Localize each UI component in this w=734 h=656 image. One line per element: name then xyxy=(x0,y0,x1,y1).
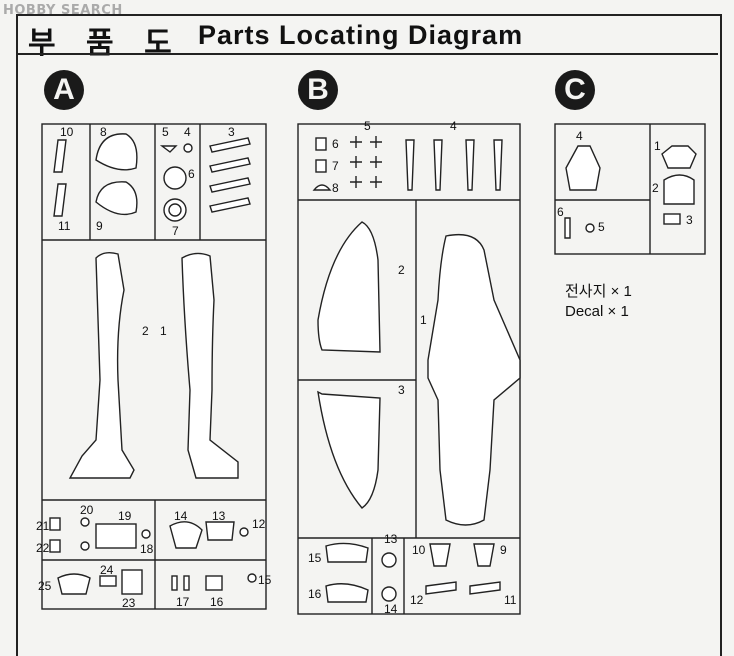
part-c-4: 4 xyxy=(576,129,583,143)
part-a-7: 7 xyxy=(172,224,179,238)
title-korean: 부 품 도 xyxy=(28,26,182,61)
part-b-6: 6 xyxy=(332,137,339,151)
part-a-22: 22 xyxy=(36,541,50,555)
part-c-2: 2 xyxy=(652,181,659,195)
part-b-7: 7 xyxy=(332,159,339,173)
part-a-2: 2 xyxy=(142,324,149,338)
part-b-12: 12 xyxy=(410,593,424,607)
part-b-14: 14 xyxy=(384,602,398,616)
decal-note-korean: 전사지 × 1 xyxy=(565,283,632,300)
part-b-2: 2 xyxy=(398,263,405,277)
diagram-frame xyxy=(16,14,722,656)
part-a-21: 21 xyxy=(36,519,50,533)
part-b-3: 3 xyxy=(398,383,405,397)
part-b-11: 11 xyxy=(504,593,517,607)
part-a-23: 23 xyxy=(122,596,136,610)
part-a-14: 14 xyxy=(174,509,188,523)
part-b-13: 13 xyxy=(384,532,398,546)
part-a-4: 4 xyxy=(184,125,191,139)
part-a-9: 9 xyxy=(96,219,103,233)
part-b-9: 9 xyxy=(500,543,507,557)
part-a-12: 12 xyxy=(252,517,266,531)
part-a-17: 17 xyxy=(176,595,190,609)
part-a-16: 16 xyxy=(210,595,224,609)
part-c-5: 5 xyxy=(598,220,605,234)
part-b-5: 5 xyxy=(364,119,371,133)
part-a-15: 15 xyxy=(258,573,272,587)
sprue-b-badge: B xyxy=(298,70,338,110)
part-a-11: 11 xyxy=(58,219,71,233)
part-c-6: 6 xyxy=(557,205,564,219)
sprue-c-frame xyxy=(554,123,706,255)
sprue-a-badge: A xyxy=(44,70,84,110)
decal-note: 전사지 × 1 Decal × 1 xyxy=(565,282,632,322)
part-a-24: 24 xyxy=(100,563,114,577)
part-a-18: 18 xyxy=(140,542,154,556)
part-b-1: 1 xyxy=(420,313,427,327)
part-c-1: 1 xyxy=(654,139,661,153)
part-c-3: 3 xyxy=(686,213,693,227)
part-a-6: 6 xyxy=(188,167,195,181)
part-a-1: 1 xyxy=(160,324,167,338)
part-b-4: 4 xyxy=(450,119,457,133)
decal-note-english: Decal × 1 xyxy=(565,303,629,320)
part-a-5: 5 xyxy=(162,125,169,139)
sprue-c-parts xyxy=(564,145,697,239)
sprue-b-parts xyxy=(312,136,521,603)
part-b-10: 10 xyxy=(412,543,426,557)
title-english: Parts Locating Diagram xyxy=(198,20,524,50)
part-a-10: 10 xyxy=(60,125,74,139)
part-a-3: 3 xyxy=(228,125,235,139)
part-a-8: 8 xyxy=(100,125,107,139)
part-a-25: 25 xyxy=(38,579,52,593)
sprue-a-parts xyxy=(49,133,257,595)
part-b-16: 16 xyxy=(308,587,322,601)
part-a-19: 19 xyxy=(118,509,132,523)
sprue-a-frame xyxy=(41,123,267,610)
part-b-8: 8 xyxy=(332,181,339,195)
part-a-20: 20 xyxy=(80,503,94,517)
part-a-13: 13 xyxy=(212,509,226,523)
part-b-15: 15 xyxy=(308,551,322,565)
sprue-c-badge: C xyxy=(555,70,595,110)
